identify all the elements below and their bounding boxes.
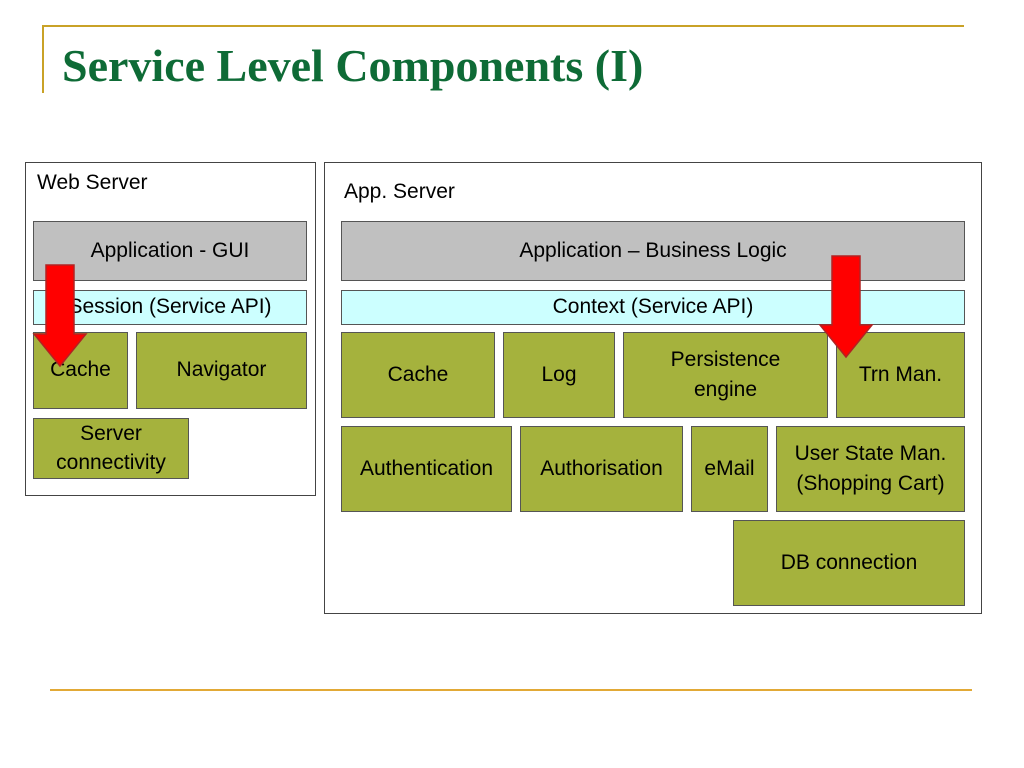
left-accent-line	[42, 25, 44, 93]
app-authentication-box: Authentication	[341, 426, 512, 512]
footer-accent-line	[50, 689, 972, 691]
slide-title: Service Level Components (I)	[62, 40, 644, 91]
app-log-label: Log	[541, 362, 577, 386]
app-log-box: Log	[503, 332, 615, 418]
app-db-connection-box: DB connection	[733, 520, 965, 606]
web-server-connectivity-box: Server connectivity	[33, 418, 189, 479]
app-persistence-engine-box: Persistence engine	[623, 332, 828, 418]
app-business-logic-label: Application – Business Logic	[519, 238, 787, 262]
app-email-label: eMail	[704, 456, 755, 480]
app-email-box: eMail	[691, 426, 768, 512]
web-app-gui-label: Application - GUI	[90, 238, 250, 262]
app-db-connection-label: DB connection	[780, 550, 918, 574]
app-context-api-box: Context (Service API)	[341, 290, 965, 325]
web-cache-label: Cache	[50, 358, 111, 382]
app-persistence-engine-label: Persistence engine	[670, 347, 781, 401]
web-navigator-box: Navigator	[136, 332, 307, 409]
web-navigator-label: Navigator	[176, 358, 267, 382]
app-cache-box: Cache	[341, 332, 495, 418]
web-server-label: Web Server	[37, 171, 148, 194]
app-cache-label: Cache	[387, 362, 449, 386]
app-authorisation-box: Authorisation	[520, 426, 683, 512]
app-server-label: App. Server	[344, 180, 455, 203]
app-authentication-label: Authentication	[359, 456, 494, 480]
web-server-connectivity-label: Server connectivity	[56, 422, 166, 474]
app-authorisation-label: Authorisation	[540, 456, 663, 480]
web-session-api-box: Session (Service API)	[33, 290, 307, 325]
app-trn-man-box: Trn Man.	[836, 332, 965, 418]
web-app-gui-box: Application - GUI	[33, 221, 307, 281]
web-server-arrow-icon	[32, 264, 88, 368]
app-trn-man-label: Trn Man.	[858, 362, 943, 386]
app-server-arrow-icon	[818, 255, 874, 359]
app-context-api-label: Context (Service API)	[552, 295, 754, 319]
app-business-logic-box: Application – Business Logic	[341, 221, 965, 281]
app-user-state-man-box: User State Man. (Shopping Cart)	[776, 426, 965, 512]
web-session-api-label: Session (Service API)	[68, 295, 272, 319]
top-accent-line	[42, 25, 964, 27]
app-user-state-man-label: User State Man. (Shopping Cart)	[794, 441, 947, 495]
